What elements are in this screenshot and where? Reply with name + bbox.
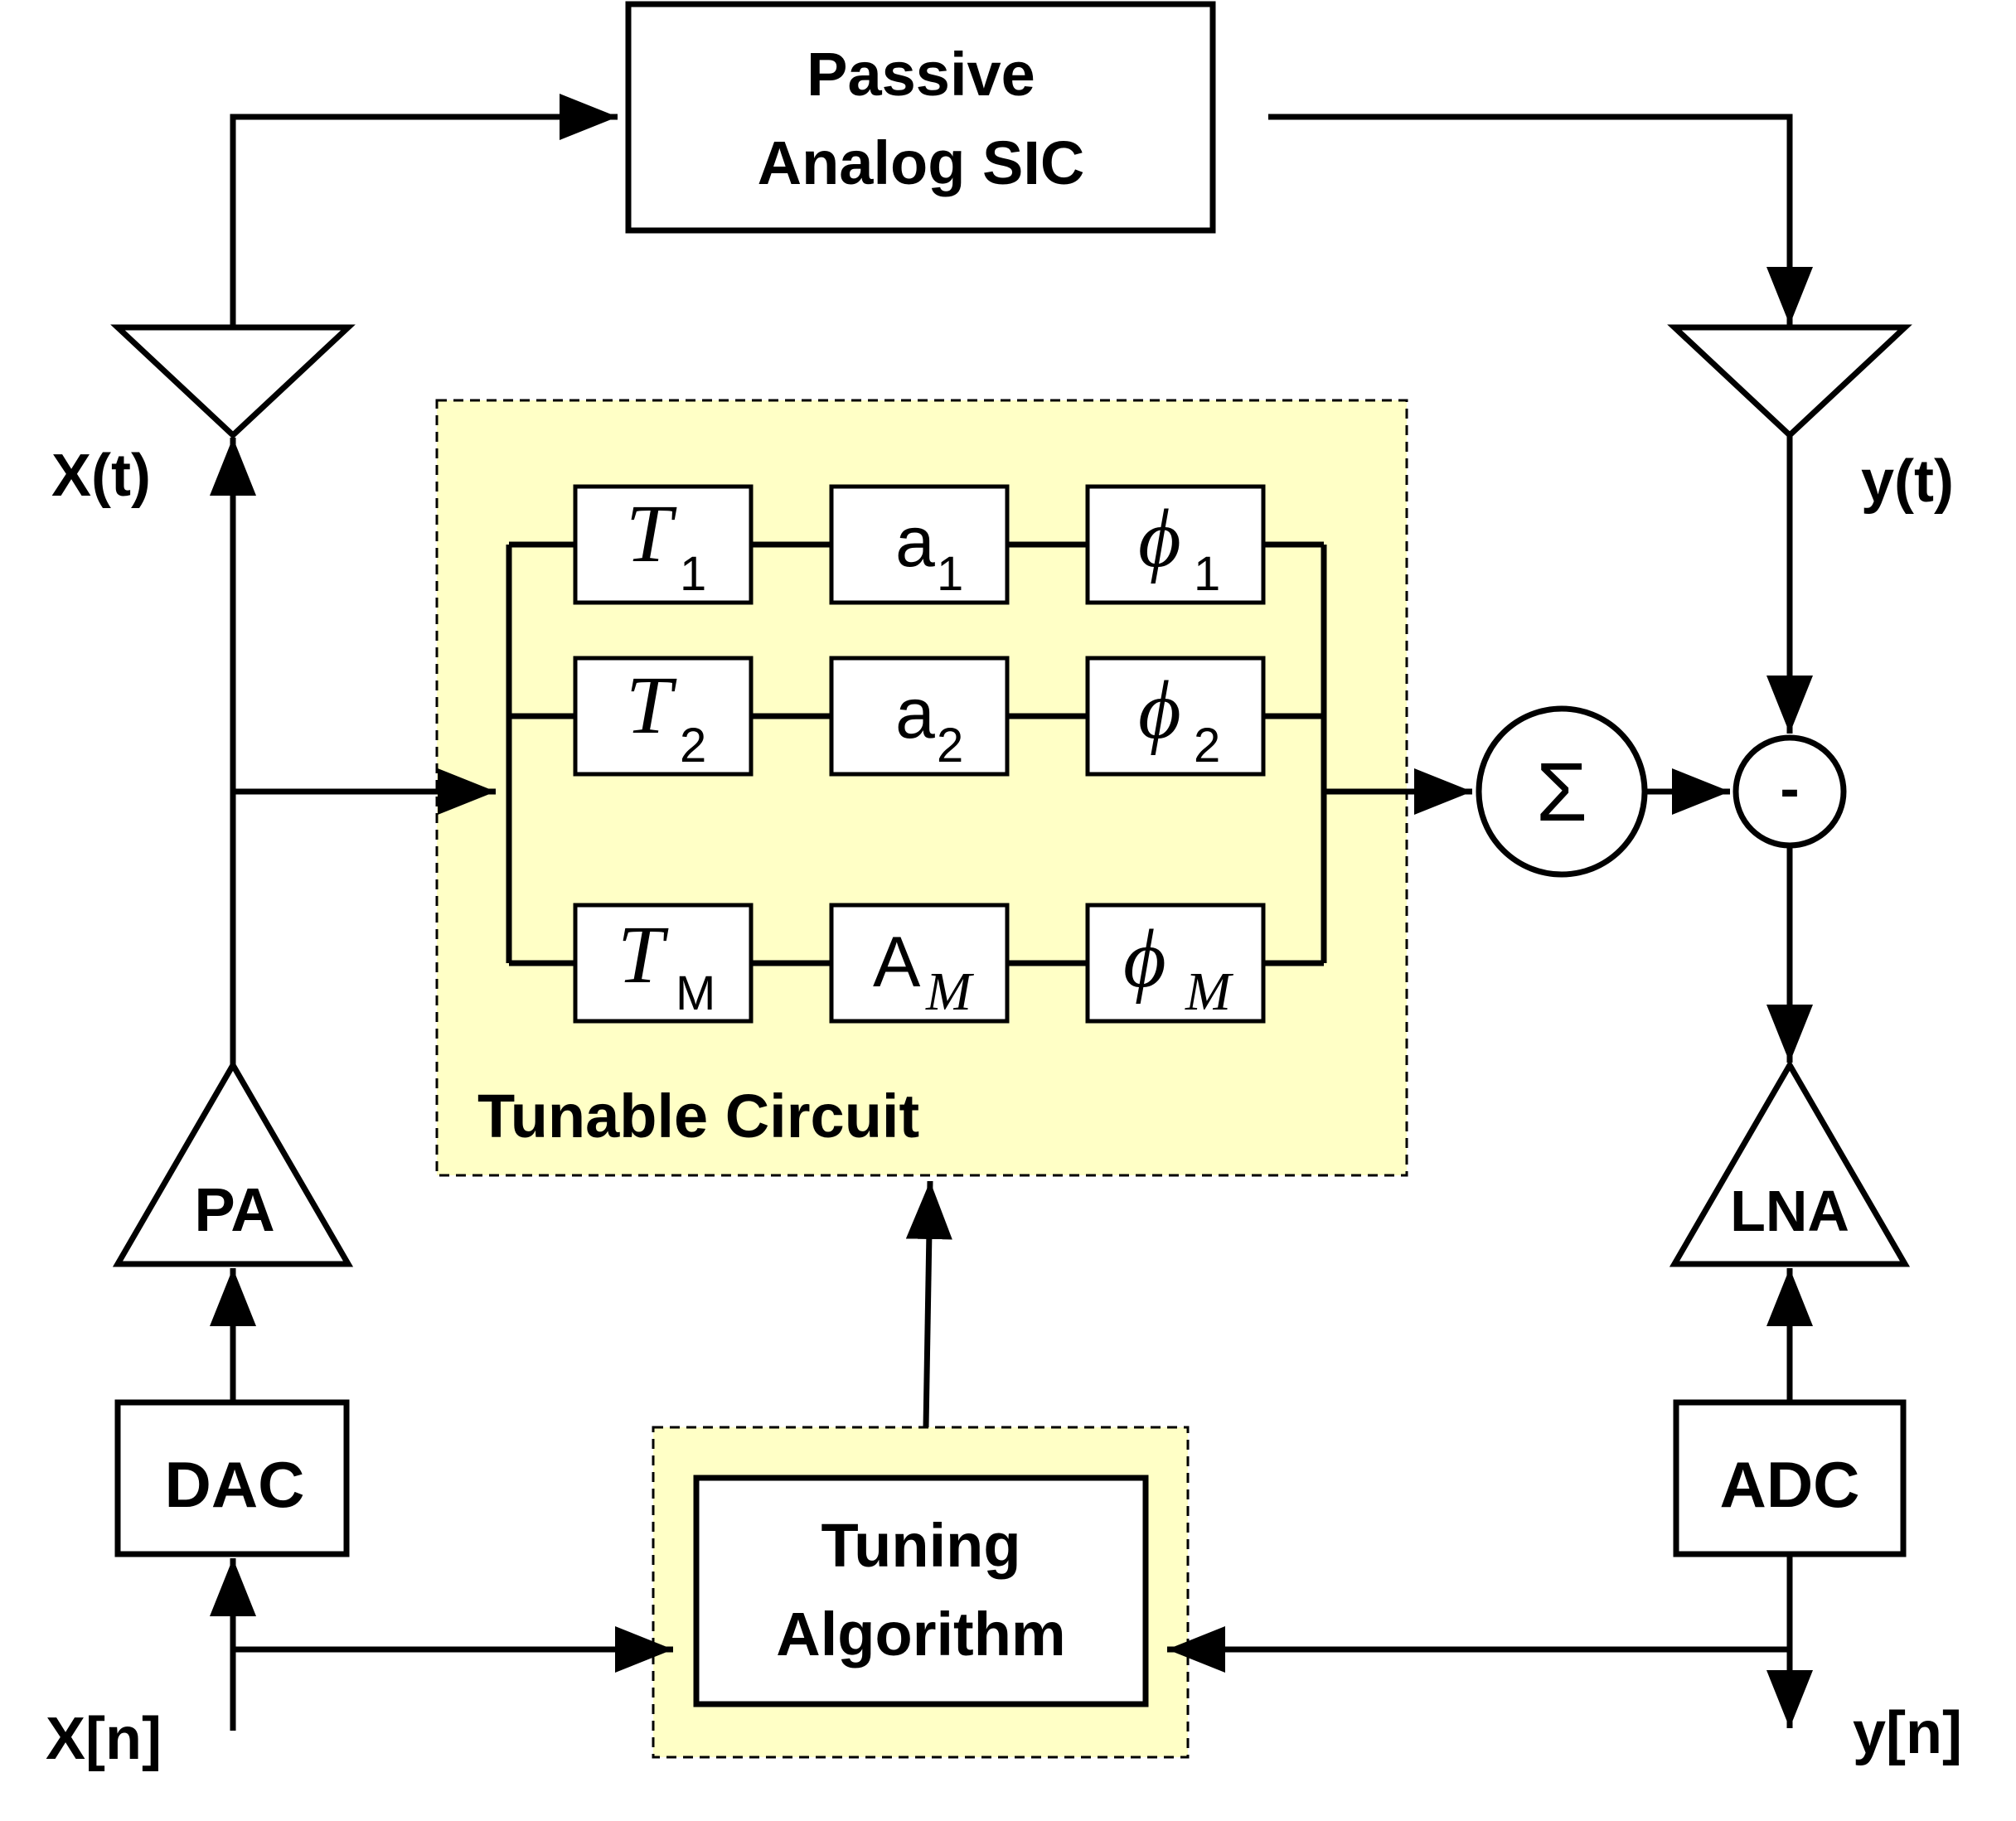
rx-analog-signal-label: y(t) (1861, 448, 1954, 515)
tap-row-2: T 2 a 2 ϕ 2 (573, 656, 1266, 777)
passive-analog-sic-block: Passive Analog SIC (625, 1, 1216, 234)
adc-block: ADC (1673, 1399, 1907, 1557)
tap-bus-lines (506, 541, 1327, 966)
rx-antenna-icon (1667, 324, 1912, 439)
tx-digital-signal-label: X[n] (46, 1706, 162, 1772)
gain-subscript: M (925, 961, 975, 1022)
lna-amplifier: LNA (1669, 1059, 1911, 1267)
tunable-circuit-label: Tunable Circuit (477, 1082, 919, 1150)
delay-symbol: T (626, 659, 677, 751)
delay-symbol: T (626, 487, 677, 579)
phase-subscript: 2 (1194, 719, 1220, 772)
tap-row-1: T 1 a 1 ϕ 1 (573, 484, 1266, 605)
phase-symbol: ϕ (1138, 664, 1181, 756)
delay-subscript: M (676, 966, 715, 1020)
phase-subscript: M (1185, 961, 1234, 1022)
subtract-node: - (1732, 734, 1847, 849)
dac-block: DAC (114, 1399, 350, 1557)
gain-symbol: A (873, 923, 921, 1002)
tap-row-m: T M A M ϕ M (573, 903, 1266, 1024)
tx-analog-signal-label: X(t) (51, 443, 151, 509)
phase-symbol: ϕ (1138, 492, 1181, 584)
minus-icon: - (1780, 756, 1799, 821)
svg-text:PA: PA (194, 1175, 274, 1244)
sum-node: Σ (1476, 705, 1648, 878)
gain-symbol: a (895, 502, 935, 582)
sigma-icon: Σ (1536, 746, 1587, 839)
rx-digital-signal-label: y[n] (1853, 1700, 1962, 1766)
passive-sic-label-line1: Passive (807, 40, 1035, 109)
tx-antenna-icon (110, 324, 356, 439)
svg-text:DAC: DAC (165, 1448, 305, 1521)
svg-text:Tuning: Tuning (821, 1511, 1020, 1580)
delay-subscript: 2 (680, 719, 706, 772)
tuning-algorithm-block: Tuning Algorithm (693, 1475, 1149, 1707)
pa-amplifier: PA (112, 1059, 354, 1267)
signal-paths (210, 94, 1813, 1731)
gain-symbol: a (895, 674, 935, 753)
passive-sic-label-line2: Analog SIC (758, 128, 1085, 197)
delay-symbol: T (618, 908, 669, 1000)
gain-subscript: 1 (937, 547, 963, 601)
delay-subscript: 1 (680, 547, 706, 601)
phase-subscript: 1 (1194, 547, 1220, 601)
svg-text:ADC: ADC (1720, 1448, 1860, 1521)
phase-symbol: ϕ (1123, 913, 1166, 1005)
gain-subscript: 2 (937, 719, 963, 772)
svg-text:Algorithm: Algorithm (776, 1600, 1065, 1668)
svg-text:LNA: LNA (1730, 1179, 1849, 1243)
